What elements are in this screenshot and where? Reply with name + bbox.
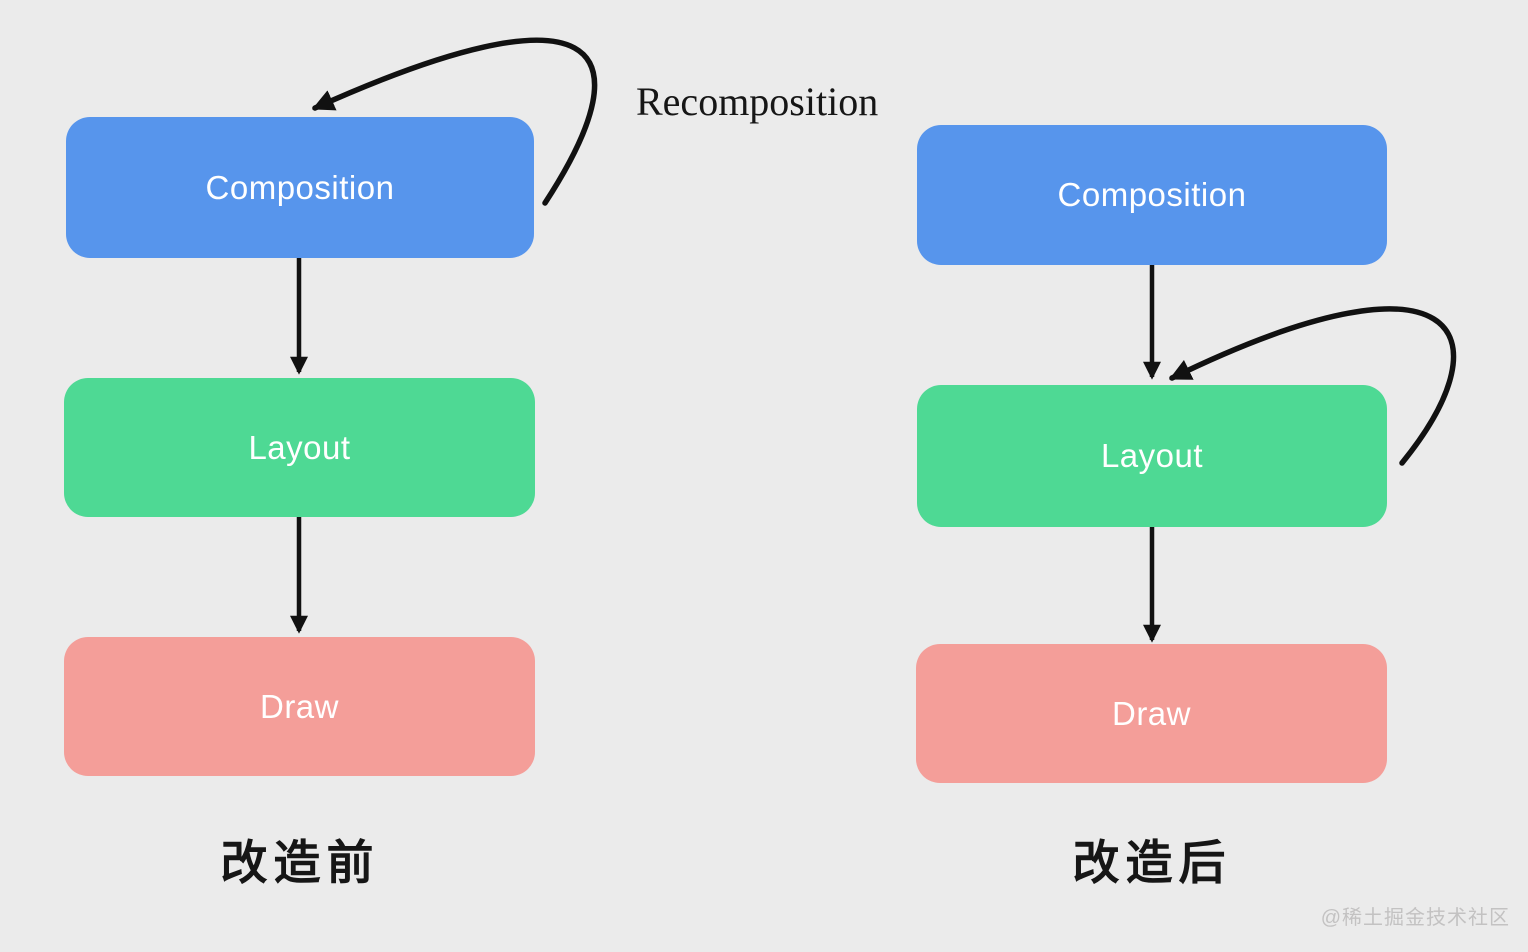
watermark: @稀土掘金技术社区 bbox=[1320, 907, 1510, 929]
node-composition-before: Composition bbox=[66, 117, 534, 258]
node-label: Layout bbox=[1100, 437, 1204, 474]
node-label: Composition bbox=[1057, 176, 1247, 213]
caption-after: 改造后 bbox=[1072, 838, 1232, 890]
caption-before: 改造前 bbox=[220, 838, 380, 890]
node-layout-before: Layout bbox=[64, 378, 535, 517]
node-draw-before: Draw bbox=[64, 637, 535, 776]
node-label: Draw bbox=[1111, 694, 1191, 732]
node-layout-after: Layout bbox=[917, 385, 1387, 527]
node-label: Composition bbox=[205, 168, 395, 206]
node-label: Draw bbox=[259, 687, 339, 725]
node-label: Layout bbox=[248, 428, 351, 466]
recomposition-label: Recomposition bbox=[636, 79, 879, 124]
node-composition-after: Composition bbox=[917, 125, 1387, 265]
node-draw-after: Draw bbox=[916, 644, 1387, 783]
